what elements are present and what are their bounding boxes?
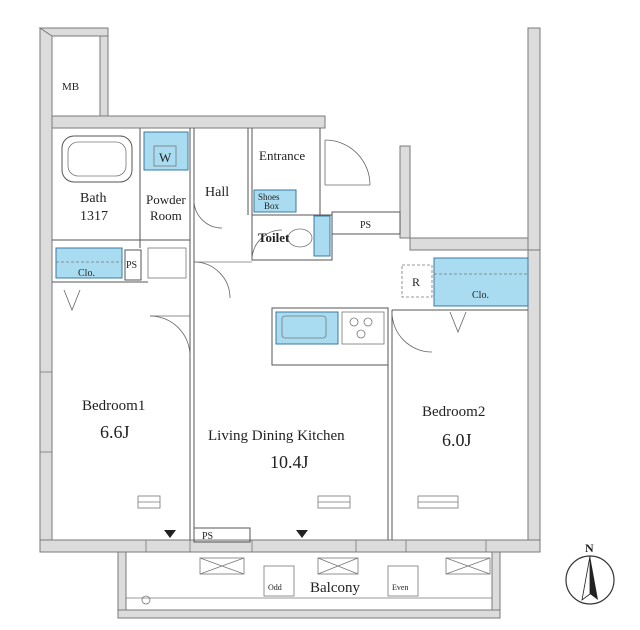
bedroom2-label: Bedroom2 [422, 404, 485, 420]
refrigerator-space [401, 264, 433, 298]
bath-size-label: 1317 [80, 209, 108, 224]
powder-room-label-1: Powder [146, 192, 186, 207]
vanity [147, 247, 187, 279]
ps-bottom-label: PS [202, 531, 213, 542]
mb-label: MB [62, 81, 79, 93]
closet-left-label: Clo. [78, 268, 95, 279]
bath-label: Bath [80, 191, 106, 206]
odd-label: Odd [268, 583, 282, 592]
arrow-marker-left [164, 530, 176, 538]
ps-left-label: PS [126, 260, 137, 271]
even-label: Even [392, 583, 408, 592]
shoes-box-label-1: Shoes [258, 192, 280, 202]
bathtub [61, 135, 133, 183]
compass-north-label: N [585, 541, 594, 555]
interior-walls [52, 128, 528, 599]
balcony-label: Balcony [310, 580, 360, 596]
fixtures [55, 131, 529, 345]
shoes-box-label-2: Box [264, 201, 280, 211]
outer-walls [38, 27, 541, 619]
hall-label: Hall [205, 185, 229, 200]
toilet-label: Toilet [258, 230, 290, 245]
closet-right-label: Clo. [472, 290, 489, 301]
ps-top-label: PS [360, 220, 371, 231]
compass-icon: N [565, 541, 615, 605]
washer-label: W [159, 150, 172, 165]
bedroom1-label: Bedroom1 [82, 398, 145, 414]
powder-room-label-2: Room [150, 208, 182, 223]
balcony-fixtures [141, 557, 491, 605]
bedroom1-size-label: 6.6J [100, 422, 130, 442]
toilet-bowl [287, 228, 313, 248]
doors [63, 139, 467, 357]
ldk-label: Living Dining Kitchen [208, 428, 345, 444]
entrance-label: Entrance [259, 148, 305, 163]
refrigerator-label: R [412, 275, 420, 289]
ldk-size-label: 10.4J [270, 452, 309, 472]
arrow-marker-right [296, 530, 308, 538]
bedroom2-size-label: 6.0J [442, 430, 472, 450]
windows [39, 371, 487, 553]
